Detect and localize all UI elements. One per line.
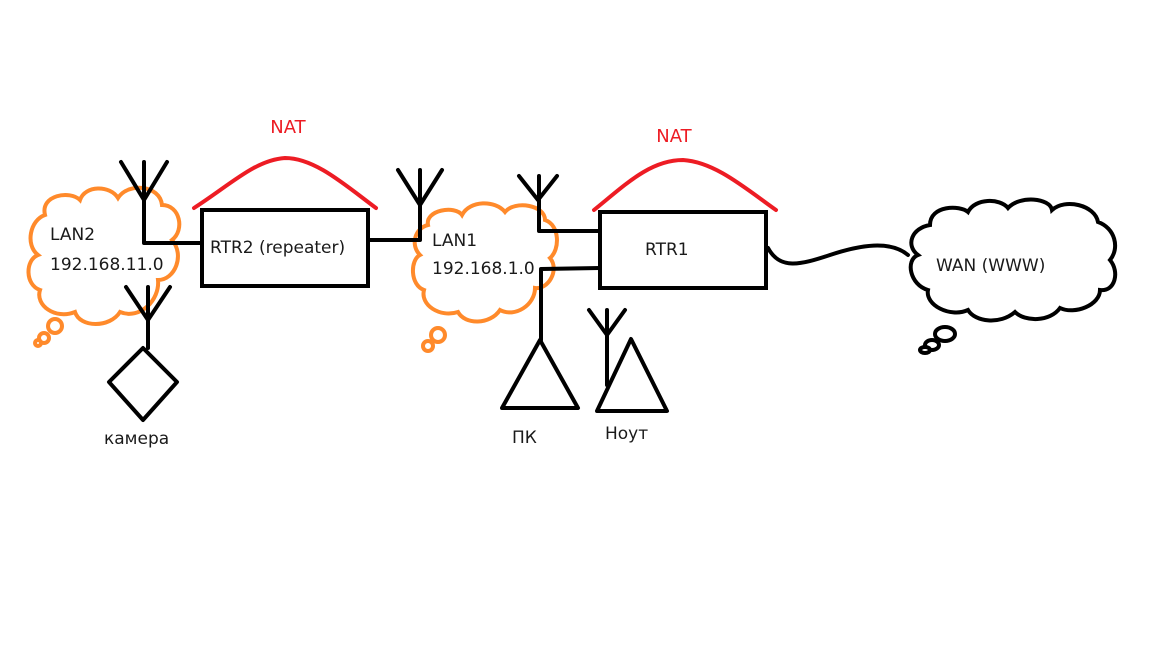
router-rtr2-box bbox=[200, 208, 370, 288]
laptop-label: Ноут bbox=[605, 424, 648, 444]
laptop-triangle-icon bbox=[595, 337, 669, 413]
lan2-cloud bbox=[26, 185, 182, 348]
antenna-lan2-top-icon bbox=[119, 160, 204, 245]
antenna-lan1-icon bbox=[517, 174, 602, 233]
lan1-subnet: 192.168.1.0 bbox=[432, 259, 535, 279]
nat-label-rtr2: NAT bbox=[270, 117, 306, 138]
lan1-cloud bbox=[411, 201, 559, 353]
lan1-name: LAN1 bbox=[432, 231, 477, 251]
wan-link-line bbox=[766, 243, 910, 266]
camera-diamond-icon bbox=[107, 346, 179, 422]
camera-label: камера bbox=[104, 429, 169, 449]
lan2-subnet: 192.168.11.0 bbox=[50, 255, 164, 275]
wan-cloud bbox=[908, 197, 1118, 355]
nat-arc-rtr2 bbox=[192, 155, 378, 210]
pc-triangle-icon bbox=[500, 338, 580, 410]
pc-label: ПК bbox=[512, 428, 537, 448]
antenna-camera-icon bbox=[124, 285, 172, 350]
nat-arc-rtr1 bbox=[592, 157, 778, 212]
lan2-name: LAN2 bbox=[50, 225, 95, 245]
wan-label: WAN (WWW) bbox=[936, 256, 1045, 276]
antenna-laptop-icon bbox=[587, 308, 627, 387]
router-rtr1-label: RTR1 bbox=[645, 240, 689, 260]
nat-label-rtr1: NAT bbox=[656, 126, 692, 147]
antenna-rtr2-right-icon bbox=[366, 168, 444, 242]
router-rtr1-box bbox=[598, 210, 768, 290]
pc-link-line bbox=[539, 266, 602, 342]
router-rtr2-label: RTR2 (repeater) bbox=[210, 238, 345, 258]
